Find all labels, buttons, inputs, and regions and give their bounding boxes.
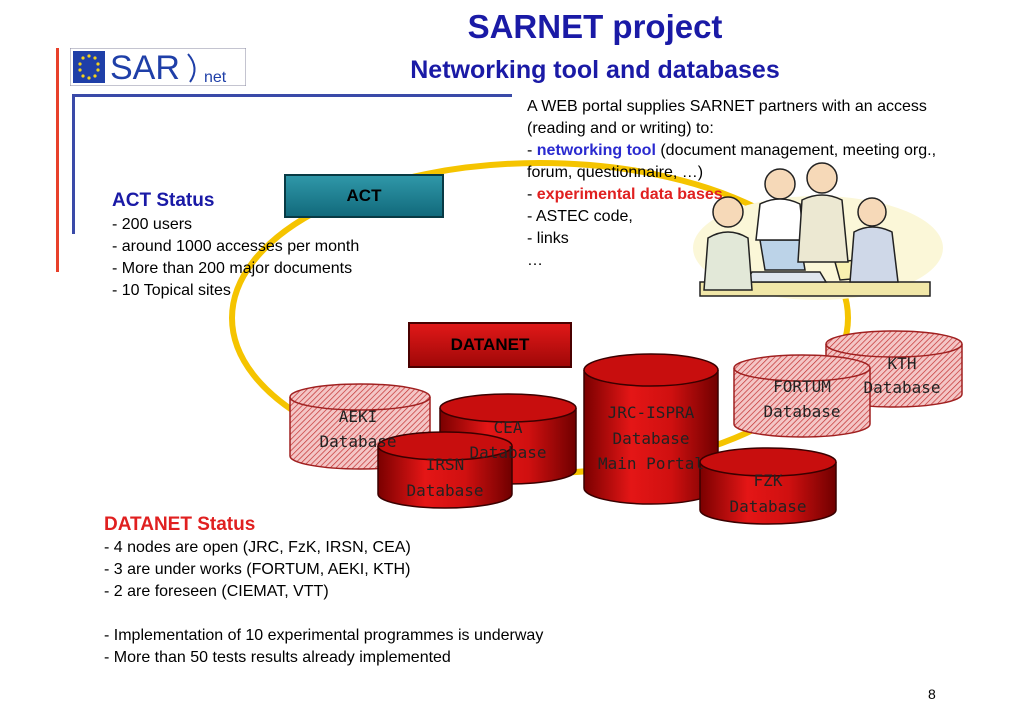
datanet-status-item: - 2 are foreseen (CIEMAT, VTT) (104, 583, 329, 600)
act-box: ACT (284, 174, 444, 218)
fzk-database-cylinder (699, 447, 837, 525)
portal-line-4: forum, questionnaire, …) (527, 164, 704, 181)
kth-label-2: Database (863, 378, 940, 397)
fortum-database-cylinder (733, 354, 871, 438)
datanet-status-item: - Implementation of 10 experimental prog… (104, 627, 544, 644)
datanet-status-heading: DATANET Status (104, 514, 256, 535)
fortum-label-2: Database (763, 402, 840, 421)
portal-line-1: A WEB portal supplies SARNET partners wi… (527, 98, 927, 115)
aeki-label-2: Database (319, 432, 396, 451)
portal-line-2: (reading and or writing) to: (527, 120, 714, 137)
fzk-label-2: Database (729, 497, 806, 516)
jrc-label-3: Main Portal (598, 454, 704, 473)
portal-line-links: - links (527, 230, 569, 247)
svg-text:SAR: SAR (110, 49, 180, 86)
kth-label-1: KTH (888, 354, 917, 373)
fortum-label-1: FORTUM (773, 377, 831, 396)
portal-line-astec: - ASTEC code, (527, 208, 633, 225)
left-blue-rule (72, 94, 75, 234)
jrc-database-cylinder (583, 353, 719, 505)
portal-description: A WEB portal supplies SARNET partners wi… (527, 96, 936, 272)
networking-tool-text: networking tool (536, 142, 656, 159)
act-status-item: - around 1000 accesses per month (112, 238, 360, 255)
cea-label-2: Database (469, 443, 546, 462)
act-status-block: ACT Status - 200 users - around 1000 acc… (112, 188, 359, 302)
act-status-item: - More than 200 major documents (112, 260, 353, 277)
jrc-label-2: Database (612, 429, 689, 448)
datanet-status-item: - 4 nodes are open (JRC, FzK, IRSN, CEA) (104, 539, 411, 556)
datanet-status-block: DATANET Status - 4 nodes are open (JRC, … (104, 513, 543, 669)
experimental-databases-text: experimental data bases (536, 186, 723, 203)
team-clipart-icon (693, 162, 943, 300)
cea-label-1: CEA (494, 418, 523, 437)
page-number: 8 (928, 686, 936, 702)
left-red-rule (56, 48, 59, 272)
datanet-status-item: - More than 50 tests results already imp… (104, 649, 451, 666)
sarnet-logo: SAR net (69, 47, 247, 87)
portal-line-5: - experimental data bases (527, 186, 723, 203)
page-title: SARNET project (467, 8, 723, 45)
act-status-item: - 10 Topical sites (112, 282, 231, 299)
datanet-status-spacer (104, 603, 543, 625)
svg-text:net: net (204, 69, 227, 86)
portal-line-ellipsis: … (527, 252, 543, 269)
act-status-heading: ACT Status (112, 190, 215, 211)
fzk-label-1: FZK (754, 471, 783, 490)
jrc-label-1: JRC-ISPRA (608, 403, 695, 422)
top-blue-rule (72, 94, 512, 97)
aeki-label-1: AEKI (339, 407, 378, 426)
irsn-label-1: IRSN (426, 455, 465, 474)
portal-line-3: - networking tool (document management, … (527, 142, 937, 159)
irsn-label-2: Database (406, 481, 483, 500)
page-subtitle: Networking tool and databases (410, 56, 780, 84)
datanet-status-item: - 3 are under works (FORTUM, AEKI, KTH) (104, 561, 411, 578)
irsn-database-cylinder (377, 431, 513, 509)
act-status-item: - 200 users (112, 216, 193, 233)
datanet-box: DATANET (408, 322, 572, 368)
